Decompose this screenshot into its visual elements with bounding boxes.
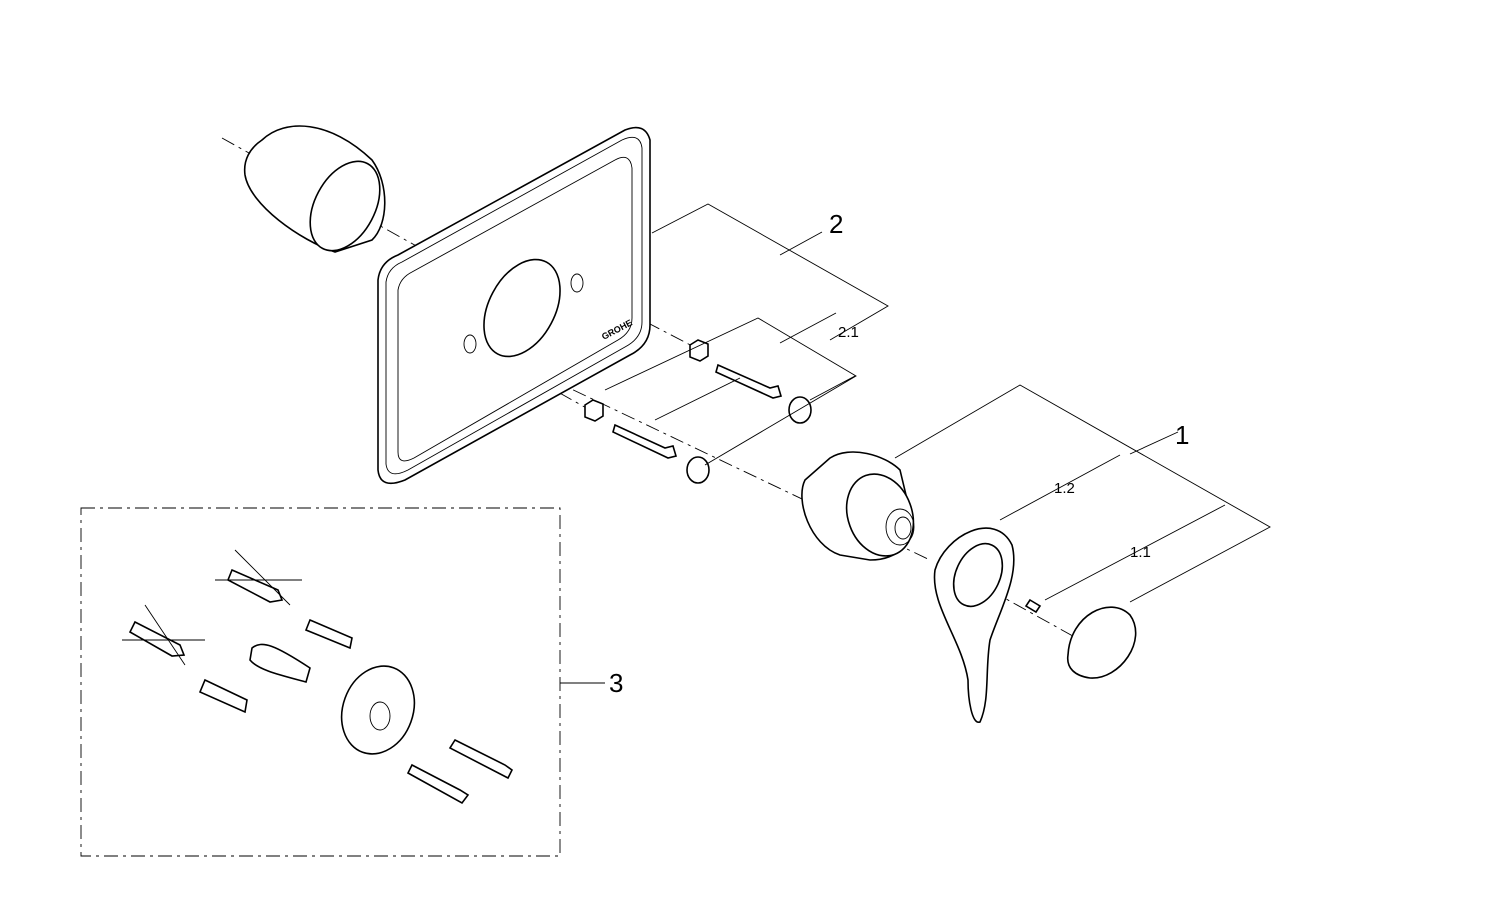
cap-and-screw-1-1 [1024, 598, 1137, 679]
cartridge-adapter-part [801, 451, 915, 561]
label-part-1-1: 1.1 [1130, 544, 1151, 561]
label-part-1: 1 [1175, 420, 1190, 450]
label-part-3: 3 [609, 668, 624, 698]
sleeve-part [243, 125, 386, 253]
label-part-2-1: 2.1 [838, 324, 859, 341]
label-part-1-2: 1.2 [1054, 480, 1075, 497]
cover-plate-part: GROHE [377, 126, 651, 485]
kit-3-parts [122, 549, 514, 805]
center-axis-screws [464, 284, 701, 411]
lever-handle-part [933, 527, 1015, 723]
kit-3-box [80, 507, 561, 857]
leader-lines [604, 203, 1271, 603]
label-part-2: 2 [829, 209, 844, 239]
fasteners-set-2-1 [584, 339, 812, 484]
